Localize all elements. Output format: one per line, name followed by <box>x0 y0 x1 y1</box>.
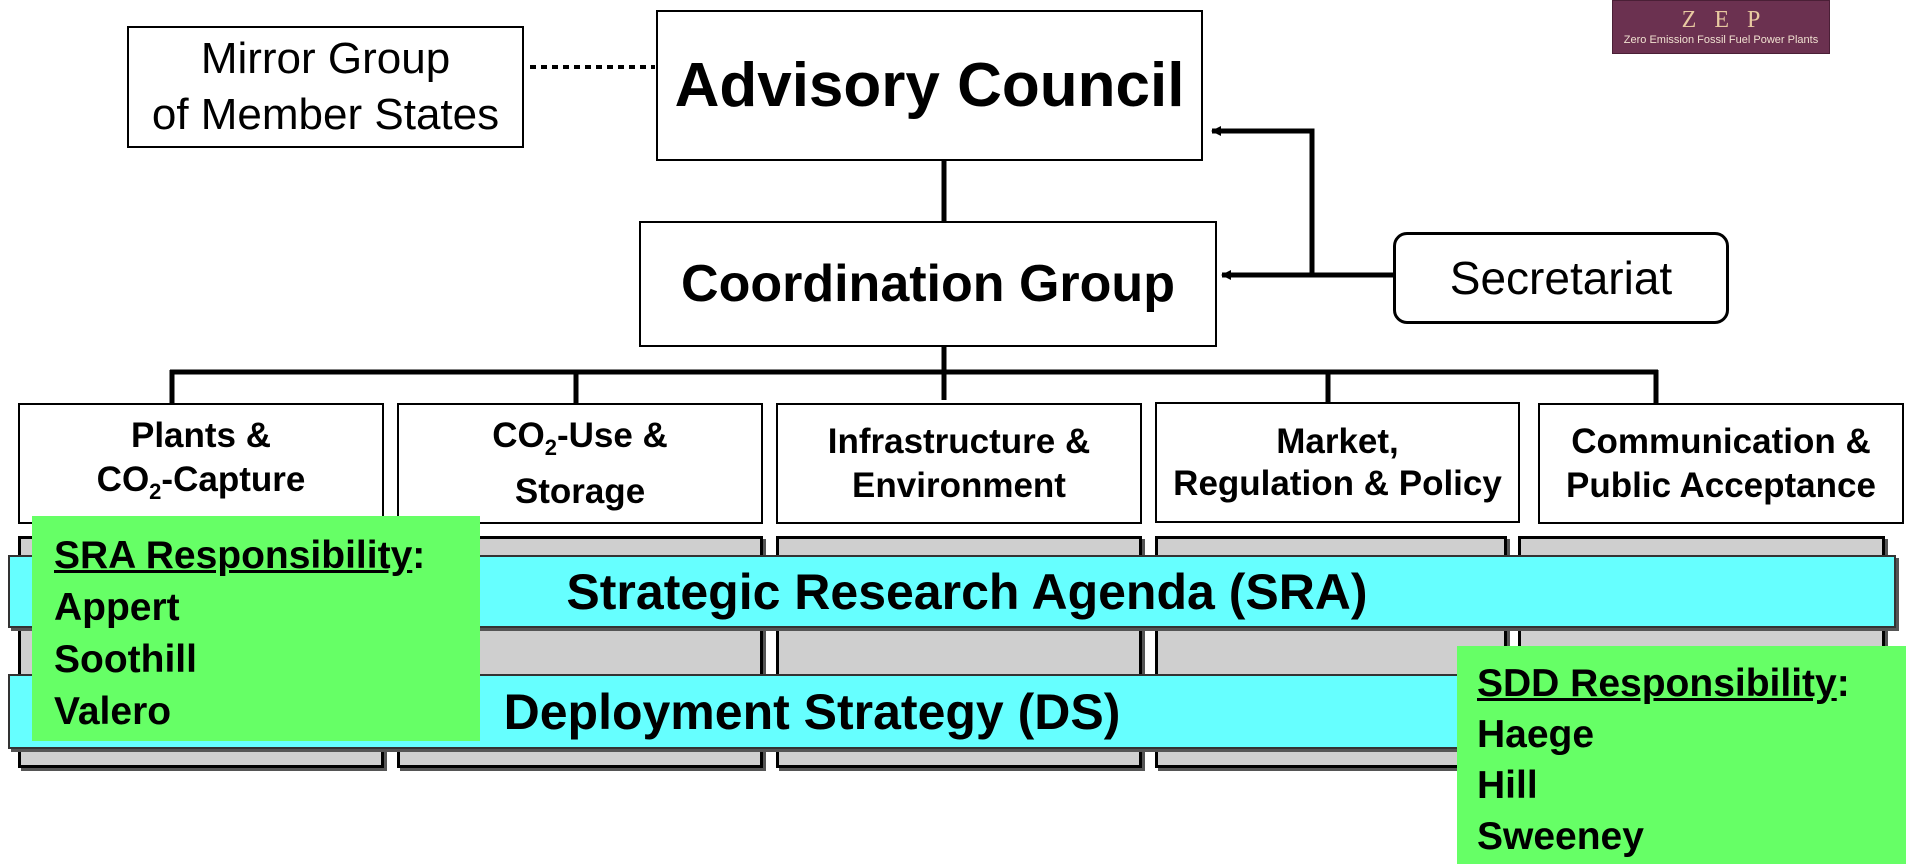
wg3-line2: Environment <box>852 465 1066 505</box>
wg-plants-co2-capture: Plants & CO2-Capture <box>18 403 384 524</box>
sra-responsibility-colon: : <box>412 534 426 577</box>
wg3-line1: Infrastructure & <box>827 421 1091 461</box>
wg-market-regulation-policy: Market, Regulation & Policy <box>1155 402 1520 523</box>
sra-band-label: Strategic Research Agenda (SRA) <box>566 563 1368 620</box>
secretariat-label: Secretariat <box>1449 252 1673 304</box>
sra-name-1: Appert <box>54 586 180 629</box>
wg-infrastructure-environment: Infrastructure & Environment <box>776 403 1142 524</box>
wg-co2-use-storage: CO2-Use & Storage <box>397 403 763 524</box>
wg1-capture: -Capture <box>161 459 306 499</box>
sdd-name-1: Haege <box>1477 713 1595 756</box>
secretariat-link <box>1211 126 1394 278</box>
wg1-sub: 2 <box>149 478 162 504</box>
wg2-line2: Storage <box>514 471 646 511</box>
mirror-group-line1: Mirror Group <box>200 34 451 83</box>
sdd-responsibility-colon: : <box>1836 662 1850 705</box>
wg4-line2: Regulation & Policy <box>1173 463 1502 503</box>
sra-responsibility-box: SRA Responsibility: Appert Soothill Vale… <box>32 516 480 741</box>
logo-tagline: Zero Emission Fossil Fuel Power Plants <box>1623 34 1819 46</box>
sdd-responsibility-box: SDD Responsibility: Haege Hill Sweeney <box>1457 646 1906 864</box>
sdd-responsibility-heading: SDD Responsibility <box>1477 662 1837 705</box>
sra-name-3: Valero <box>54 690 172 733</box>
wg2-sub: 2 <box>544 434 557 460</box>
wg5-line2: Public Acceptance <box>1566 465 1876 505</box>
mirror-group-line2: of Member States <box>151 90 500 139</box>
wg1-line1: Plants & <box>130 415 272 455</box>
mirror-group-box: Mirror Group of Member States <box>127 26 524 148</box>
wg1-co: CO <box>96 459 150 499</box>
wg2-use: -Use & <box>556 415 668 455</box>
coordination-group-box: Coordination Group <box>639 221 1217 347</box>
advisory-council-box: Advisory Council <box>656 10 1203 161</box>
wg4-line1: Market, <box>1276 421 1399 461</box>
sra-name-2: Soothill <box>54 638 197 681</box>
sra-responsibility-heading: SRA Responsibility <box>54 534 413 577</box>
logo-letters: Z E P <box>1681 7 1761 33</box>
coordination-group-label: Coordination Group <box>681 255 1175 313</box>
wg5-line1: Communication & <box>1571 421 1871 461</box>
wg2-co: CO <box>492 415 545 455</box>
secretariat-box: Secretariat <box>1393 232 1729 324</box>
wg-communication-public-acceptance: Communication & Public Acceptance <box>1538 403 1904 524</box>
advisory-council-label: Advisory Council <box>674 51 1185 120</box>
zep-logo: Z E P Zero Emission Fossil Fuel Power Pl… <box>1612 0 1830 54</box>
sdd-name-2: Hill <box>1477 764 1538 807</box>
ds-band-label: Deployment Strategy (DS) <box>503 683 1121 740</box>
sdd-name-3: Sweeney <box>1477 815 1644 858</box>
